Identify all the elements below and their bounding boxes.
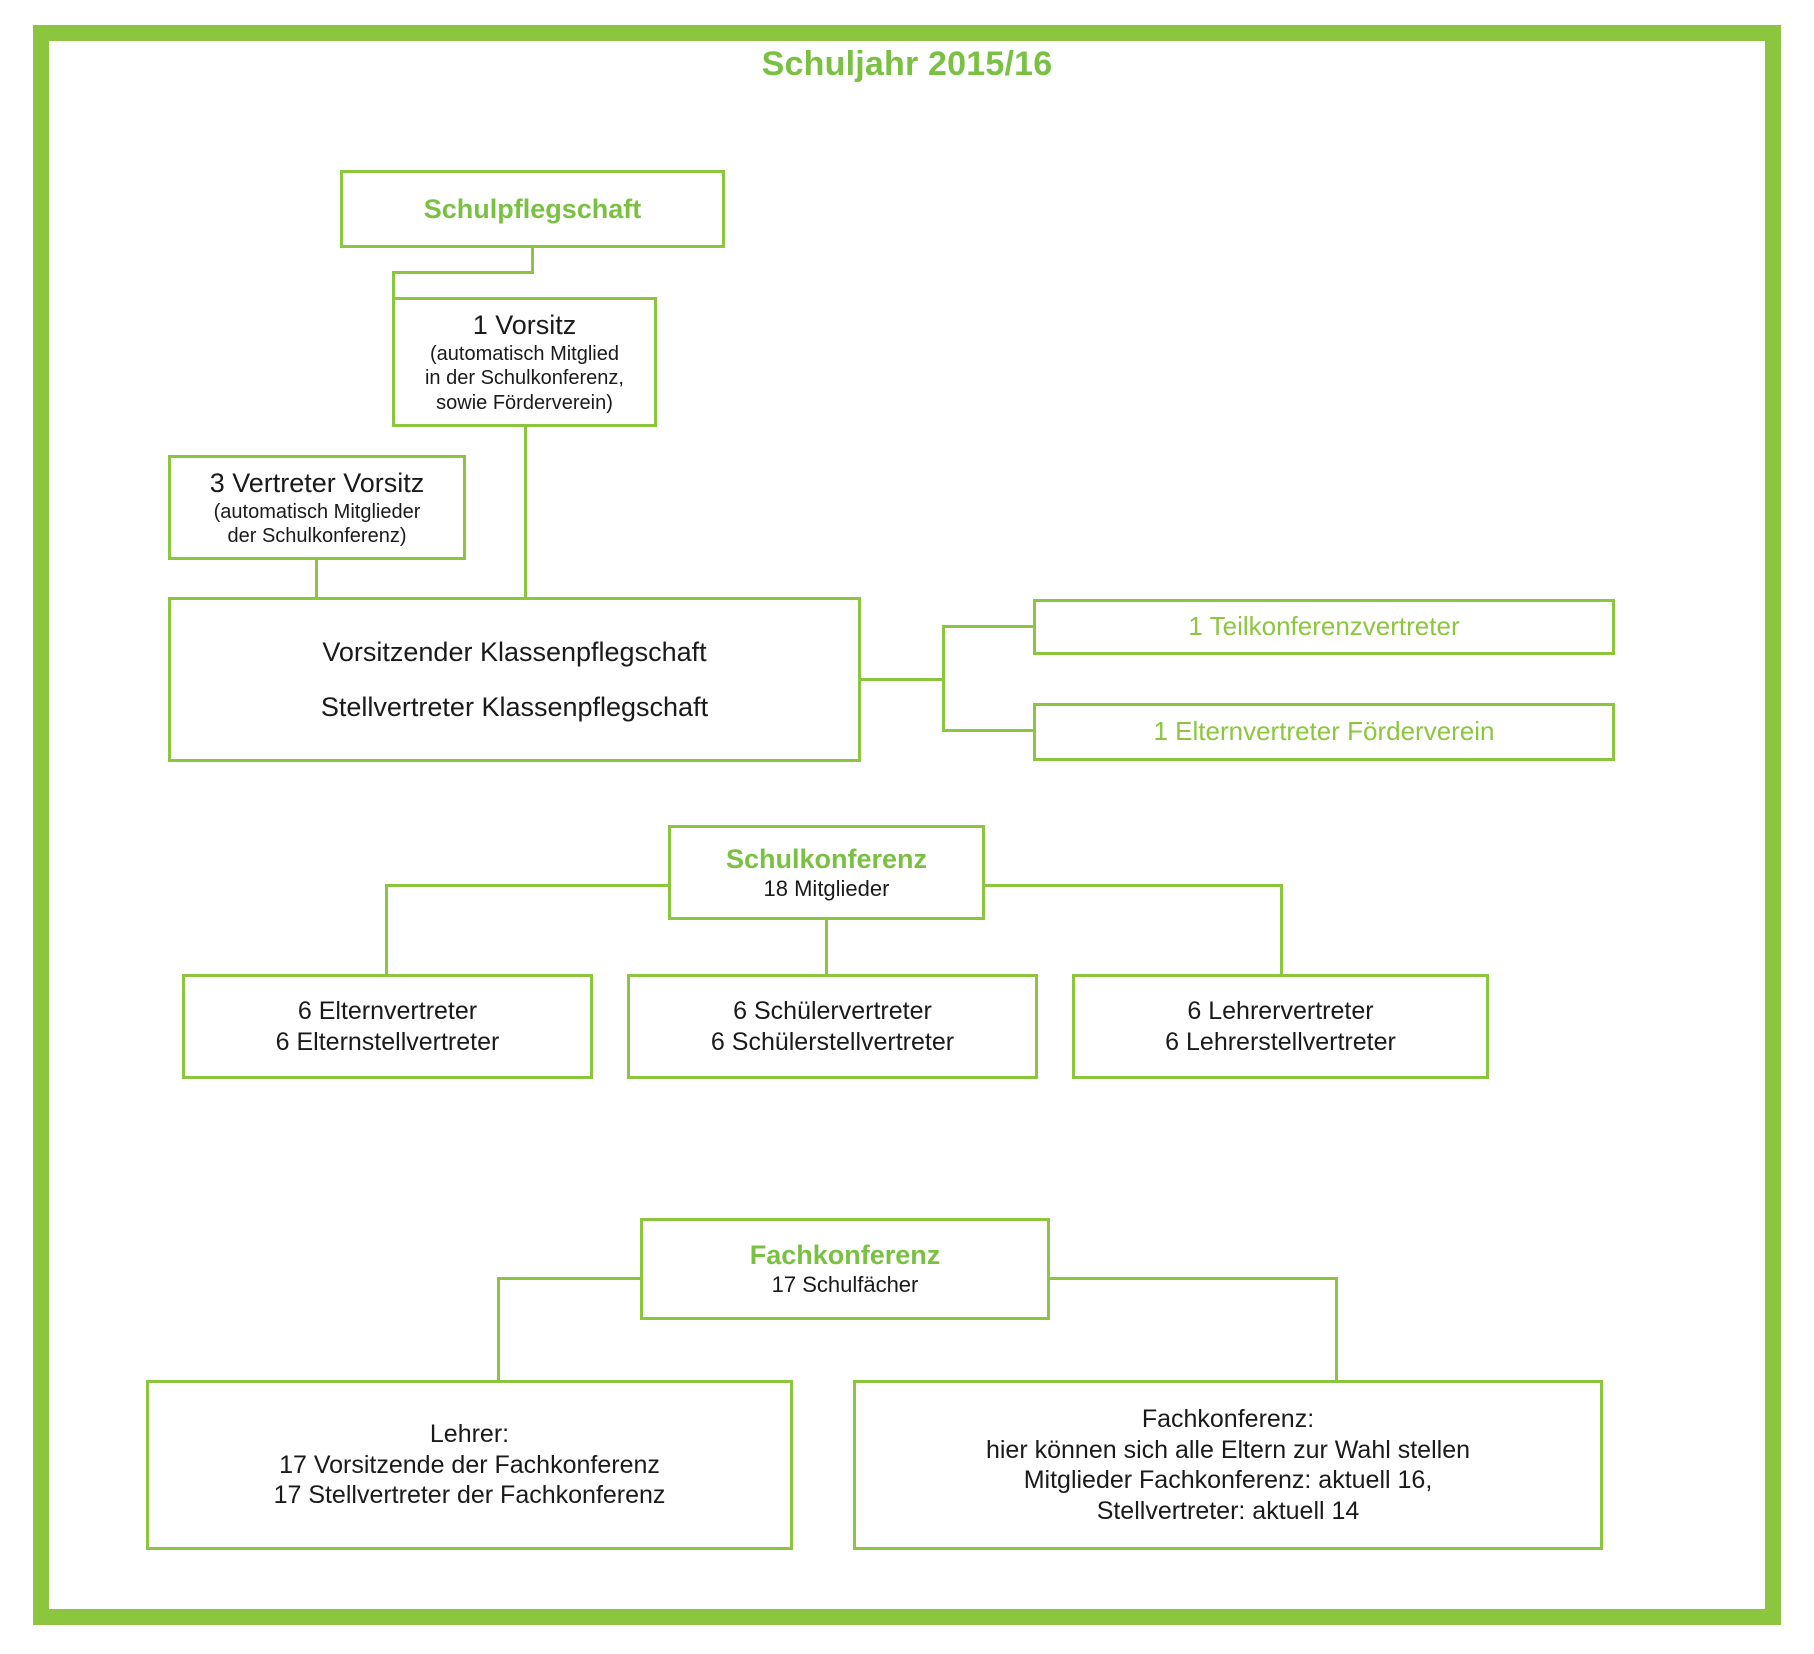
node-schulpflegschaft-label: Schulpflegschaft — [423, 193, 642, 224]
connector-schulkonferenz-left-down — [385, 884, 388, 974]
connector-schulkonferenz-right-down — [1280, 884, 1283, 974]
node-lehrer-fachkonferenz: Lehrer: 17 Vorsitzende der Fachkonferenz… — [146, 1380, 793, 1550]
node-eltern-fachkonferenz-line-0: Fachkonferenz: — [1141, 1405, 1315, 1433]
node-klassenpflegschaft-line-1: Stellvertreter Klassenpflegschaft — [320, 691, 709, 722]
node-teilkonferenzvertreter-label: 1 Teilkonferenzvertreter — [1188, 611, 1460, 642]
connector-to-teilkonferenz — [942, 625, 1034, 628]
connector-schulpflegschaft-across — [392, 271, 534, 274]
connector-fachkonferenz-right-down — [1335, 1277, 1338, 1382]
node-teilkonferenzvertreter: 1 Teilkonferenzvertreter — [1033, 599, 1615, 655]
connector-fachkonferenz-left — [497, 1277, 643, 1280]
connector-schulpflegschaft-down — [531, 248, 534, 273]
node-fachkonferenz: Fachkonferenz 17 Schulfächer — [640, 1218, 1050, 1320]
node-vertreter-vorsitz-line-2: der Schulkonferenz) — [227, 524, 407, 547]
node-lehrer-fachkonferenz-line-2: 17 Stellvertreter der Fachkonferenz — [273, 1481, 666, 1510]
node-vertreter-vorsitz-line-0: 3 Vertreter Vorsitz — [209, 467, 425, 498]
node-eltern-fachkonferenz-line-3: Stellvertreter: aktuell 14 — [1096, 1496, 1360, 1525]
node-schulkonferenz-subtitle: 18 Mitglieder — [763, 875, 890, 901]
node-lehrer-schulkonferenz-line-1: 6 Lehrerstellvertreter — [1165, 1027, 1396, 1056]
node-vertreter-vorsitz-line-1: (automatisch Mitglieder — [213, 500, 421, 523]
node-lehrer-schulkonferenz: 6 Lehrervertreter 6 Lehrerstellvertreter — [1072, 974, 1489, 1079]
node-eltern-fachkonferenz: Fachkonferenz: hier können sich alle Elt… — [853, 1380, 1603, 1550]
connector-vorsitz-to-klassenpflegschaft — [524, 427, 527, 597]
connector-to-elternvertreter — [942, 729, 1034, 732]
node-schulpflegschaft: Schulpflegschaft — [340, 170, 725, 248]
node-klassenpflegschaft-line-0: Vorsitzender Klassenpflegschaft — [322, 636, 707, 667]
node-vorsitz-line-2: in der Schulkonferenz, — [424, 367, 624, 390]
node-vertreter-vorsitz: 3 Vertreter Vorsitz (automatisch Mitglie… — [168, 455, 466, 560]
node-vorsitz-line-0: 1 Vorsitz — [472, 309, 577, 340]
node-elternvertreter-foerderverein-label: 1 Elternvertreter Förderverein — [1153, 716, 1495, 747]
node-schulkonferenz-label: Schulkonferenz — [725, 843, 928, 874]
node-eltern-schulkonferenz-line-0: 6 Elternvertreter — [297, 997, 478, 1025]
node-lehrer-fachkonferenz-line-1: 17 Vorsitzende der Fachkonferenz — [279, 1450, 660, 1479]
node-eltern-fachkonferenz-line-1: hier können sich alle Eltern zur Wahl st… — [985, 1435, 1471, 1464]
node-vorsitz-line-1: (automatisch Mitglied — [430, 342, 619, 365]
page-title: Schuljahr 2015/16 — [761, 45, 1053, 83]
node-eltern-schulkonferenz: 6 Elternvertreter 6 Elternstellvertreter — [182, 974, 593, 1079]
node-schulkonferenz: Schulkonferenz 18 Mitglieder — [668, 825, 985, 920]
connector-right-bracket-vertical — [942, 625, 945, 732]
connector-vorsitz-up — [392, 271, 395, 299]
connector-klassen-right-stub — [861, 678, 945, 681]
connector-fachkonferenz-left-down — [497, 1277, 500, 1382]
connector-schulkonferenz-right — [983, 884, 1283, 887]
node-fachkonferenz-label: Fachkonferenz — [749, 1240, 941, 1271]
node-vorsitz: 1 Vorsitz (automatisch Mitglied in der S… — [392, 297, 657, 427]
node-schueler-schulkonferenz: 6 Schülervertreter 6 Schülerstellvertret… — [627, 974, 1038, 1079]
node-vorsitz-line-3: sowie Förderverein) — [436, 391, 613, 414]
node-eltern-schulkonferenz-line-1: 6 Elternstellvertreter — [275, 1027, 500, 1056]
node-eltern-fachkonferenz-line-2: Mitglieder Fachkonferenz: aktuell 16, — [1023, 1466, 1433, 1494]
node-schueler-schulkonferenz-line-1: 6 Schülerstellvertreter — [710, 1027, 955, 1056]
node-lehrer-fachkonferenz-line-0: Lehrer: — [429, 1420, 510, 1449]
node-lehrer-schulkonferenz-line-0: 6 Lehrervertreter — [1187, 997, 1374, 1025]
connector-schulkonferenz-center-down — [825, 920, 828, 974]
node-klassenpflegschaft: Vorsitzender Klassenpflegschaft Stellver… — [168, 597, 861, 762]
connector-schulkonferenz-left — [385, 884, 670, 887]
connector-vertretervorsitz-to-klassenpflegschaft — [315, 560, 318, 597]
node-schueler-schulkonferenz-line-0: 6 Schülervertreter — [733, 997, 932, 1025]
connector-fachkonferenz-right — [1048, 1277, 1338, 1280]
node-elternvertreter-foerderverein: 1 Elternvertreter Förderverein — [1033, 703, 1615, 761]
node-fachkonferenz-subtitle: 17 Schulfächer — [771, 1272, 919, 1298]
